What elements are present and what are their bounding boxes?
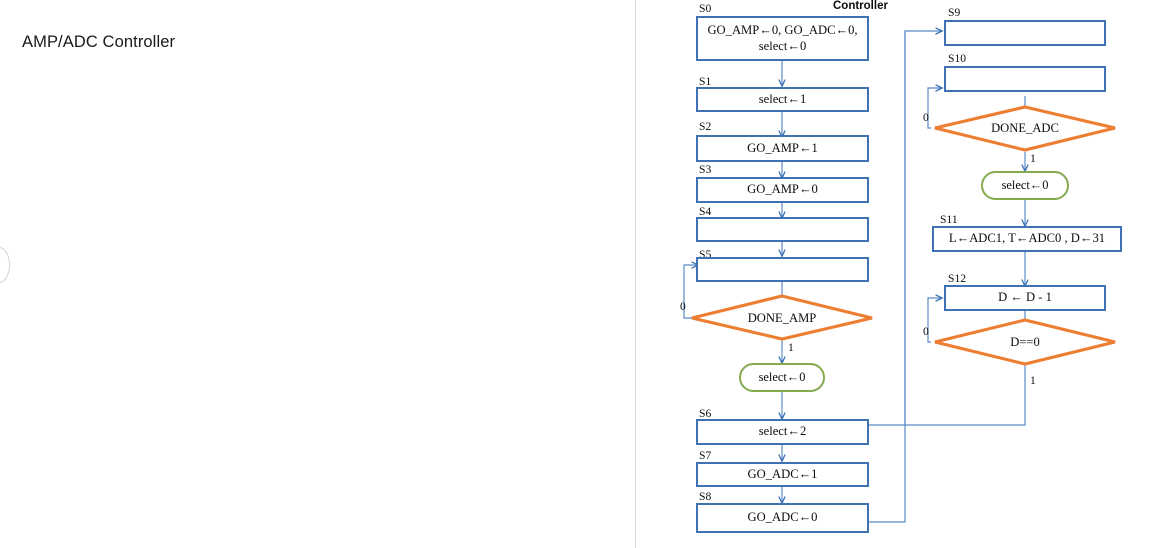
state-label-s11: S11 <box>940 213 958 226</box>
node-s11[interactable]: L←ADC1, T←ADC0 , D←31 <box>932 226 1122 252</box>
state-label-s1: S1 <box>699 75 712 88</box>
state-label-s7: S7 <box>699 449 712 462</box>
terminator-select-0-amp[interactable]: select←0 <box>739 363 825 392</box>
state-label-s10: S10 <box>948 52 967 65</box>
state-label-s4: S4 <box>699 205 712 218</box>
node-s0[interactable]: GO_AMP←0, GO_ADC←0, select←0 <box>696 16 869 61</box>
node-s6-text: select←2 <box>758 424 807 439</box>
terminator-select-0-amp-text: select←0 <box>758 370 806 384</box>
node-s3[interactable]: GO_AMP←0 <box>696 177 869 203</box>
state-label-s9: S9 <box>948 6 961 19</box>
node-s3-text: GO_AMP←0 <box>747 182 818 197</box>
node-s4[interactable] <box>696 217 869 242</box>
branch-label-d-eq-zero-true: 1 <box>1030 374 1036 387</box>
page-title: AMP/ADC Controller <box>22 33 176 51</box>
node-s1[interactable]: select←1 <box>696 87 869 112</box>
terminator-select-0-adc-text: select←0 <box>1001 178 1049 192</box>
decision-done-adc-label: DONE_ADC <box>991 121 1059 135</box>
node-s8-text: GO_ADC←0 <box>747 510 818 525</box>
branch-label-done-adc-false: 0 <box>923 111 929 124</box>
branch-label-done-amp-false: 0 <box>680 300 686 313</box>
node-s1-text: select←1 <box>758 91 807 106</box>
decision-done-amp-label: DONE_AMP <box>747 311 817 325</box>
branch-label-d-eq-zero-false: 0 <box>923 325 929 338</box>
state-label-s3: S3 <box>699 163 712 176</box>
terminator-select-0-adc[interactable]: select←0 <box>981 171 1069 200</box>
left-pane: AMP/ADC Controller <box>0 33 176 283</box>
node-s10[interactable] <box>944 66 1106 92</box>
node-s12[interactable]: D ← D - 1 <box>944 285 1106 311</box>
node-s7[interactable]: GO_ADC←1 <box>696 462 869 487</box>
node-s2[interactable]: GO_AMP←1 <box>696 135 869 162</box>
flowchart-pane: Controller S0 GO_AMP←0, GO_ADC←0, select… <box>636 0 1172 548</box>
flowchart-title: Controller <box>833 0 888 12</box>
decorative-arc-shape <box>0 247 10 283</box>
pane-divider <box>635 0 636 548</box>
decision-d-equals-zero <box>934 318 1116 366</box>
node-s5[interactable] <box>696 257 869 282</box>
node-s11-text: L←ADC1, T←ADC0 , D←31 <box>948 231 1106 246</box>
state-label-s6: S6 <box>699 407 712 420</box>
node-s2-text: GO_AMP←1 <box>747 140 818 155</box>
state-label-s8: S8 <box>699 490 712 503</box>
state-label-s0: S0 <box>699 2 712 15</box>
state-label-s12: S12 <box>948 272 967 285</box>
state-label-s2: S2 <box>699 120 712 133</box>
node-s8[interactable]: GO_ADC←0 <box>696 503 869 533</box>
node-s12-text: D ← D - 1 <box>998 290 1052 305</box>
node-s6[interactable]: select←2 <box>696 419 869 445</box>
branch-label-done-amp-true: 1 <box>788 341 794 354</box>
node-s7-text: GO_ADC←1 <box>747 466 818 481</box>
node-s0-text: GO_AMP←0, GO_ADC←0, select←0 <box>707 23 858 53</box>
flowchart-connectors <box>683 0 1116 523</box>
decision-done-adc <box>934 105 1116 152</box>
node-s9[interactable] <box>944 20 1106 46</box>
branch-label-done-adc-true: 1 <box>1030 152 1036 165</box>
decision-d-equals-zero-label: D==0 <box>1010 335 1040 349</box>
decision-done-amp <box>691 294 873 341</box>
